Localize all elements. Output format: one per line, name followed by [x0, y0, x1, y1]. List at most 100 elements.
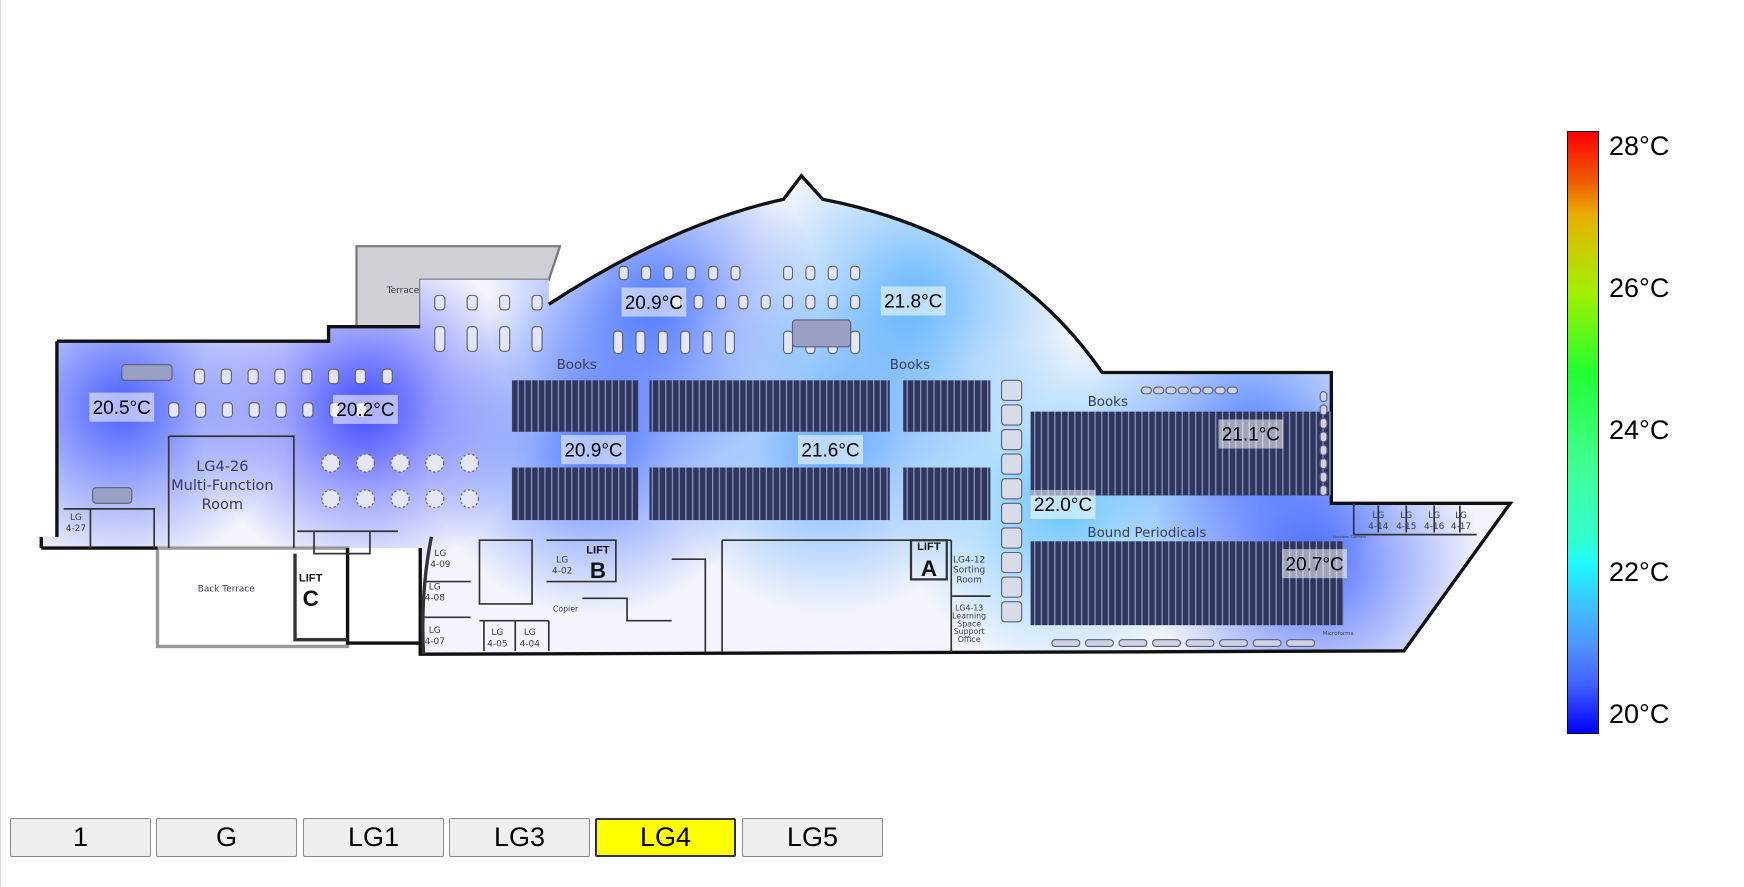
carrel [1177, 386, 1189, 395]
svg-text:21.8°C: 21.8°C [884, 292, 942, 313]
table [354, 368, 367, 385]
table [702, 330, 713, 355]
room-lg4-27: LG 4-27 [66, 513, 86, 534]
temperature-color-scale [1567, 131, 1599, 734]
svg-text:4-15: 4-15 [1396, 522, 1416, 532]
svg-text:LG: LG [1455, 511, 1467, 521]
table [302, 402, 314, 418]
study-carrel [1001, 576, 1023, 598]
carrel [1185, 639, 1215, 647]
svg-text:Microform Scanners: Microform Scanners [1333, 535, 1367, 539]
table [381, 368, 393, 385]
carrel [1214, 386, 1226, 395]
floor-button-1[interactable]: 1 [10, 818, 151, 857]
sensor-label[interactable]: 20.5°C [89, 392, 155, 422]
svg-text:C: C [303, 586, 319, 611]
svg-text:LG: LG [1400, 511, 1412, 521]
bench [121, 364, 173, 381]
bench [791, 319, 852, 348]
books-label: Books [890, 358, 930, 373]
carrel [1319, 471, 1328, 483]
carrel [1165, 386, 1177, 395]
svg-text:LG: LG [1428, 511, 1440, 521]
sensor-label[interactable]: 22.0°C [1030, 489, 1096, 519]
sensor-label[interactable]: 20.7°C [1282, 549, 1348, 579]
svg-text:Microforms: Microforms [1323, 631, 1354, 637]
svg-text:Multi-Function: Multi-Function [171, 478, 273, 494]
sensor-label[interactable]: 21.8°C [880, 286, 946, 316]
table [220, 368, 232, 385]
floor-button-g[interactable]: G [156, 818, 297, 857]
shelf [511, 380, 639, 432]
sensor-labels: 20.5°C 20.2°C 20.9°C 21.8°C 20.9°C 21.6°… [89, 286, 1348, 579]
study-carrel [1001, 478, 1023, 500]
table [531, 326, 543, 352]
floor-button-lg5[interactable]: LG5 [742, 818, 883, 857]
sensor-label[interactable]: 21.1°C [1218, 419, 1284, 449]
floor-button-lg1[interactable]: LG1 [303, 818, 444, 857]
svg-text:LG4-26: LG4-26 [196, 459, 248, 475]
floor-button-lg4[interactable]: LG4 [595, 818, 736, 857]
svg-text:LG4-12: LG4-12 [953, 556, 985, 566]
sensor-label[interactable]: 21.6°C [798, 435, 863, 465]
carrel [1051, 639, 1081, 647]
carrel [1319, 417, 1328, 429]
svg-text:Learning: Learning [952, 611, 986, 620]
carrel [1140, 386, 1152, 395]
bound-periodicals-label: Bound Periodicals [1087, 526, 1206, 541]
sensor-label[interactable]: 20.9°C [621, 287, 687, 317]
round-table [425, 489, 445, 509]
carrel [1226, 386, 1239, 395]
table [783, 330, 794, 355]
sensor-label[interactable]: 20.9°C [561, 435, 626, 465]
svg-text:4-05: 4-05 [487, 639, 507, 649]
svg-text:B: B [590, 558, 606, 583]
carrel [1319, 484, 1328, 497]
table [499, 326, 511, 352]
svg-text:LG: LG [429, 626, 441, 636]
round-table [425, 453, 445, 473]
svg-text:LG4-13: LG4-13 [955, 604, 983, 613]
svg-text:LIFT: LIFT [586, 545, 610, 557]
table [783, 294, 794, 310]
table [248, 402, 260, 418]
svg-text:LG: LG [434, 549, 446, 559]
sensor-label[interactable]: 20.2°C [333, 394, 398, 424]
table [827, 265, 838, 281]
table [708, 265, 719, 281]
round-table [390, 489, 410, 509]
svg-text:LG: LG [524, 628, 536, 638]
svg-text:4-04: 4-04 [520, 639, 541, 649]
floor-button-lg3[interactable]: LG3 [449, 818, 590, 857]
svg-text:21.1°C: 21.1°C [1222, 425, 1280, 446]
table [247, 368, 259, 385]
study-carrel [1001, 527, 1023, 549]
scale-label: 22°C [1609, 557, 1670, 587]
shelf [903, 380, 991, 432]
carrel [1319, 458, 1328, 470]
table [641, 265, 652, 281]
shelf [511, 467, 639, 521]
table [730, 265, 741, 281]
scale-label: 26°C [1609, 273, 1670, 303]
bench [92, 487, 133, 504]
carrel [1319, 444, 1328, 456]
carrel [1319, 431, 1328, 443]
svg-text:4-14: 4-14 [1368, 522, 1389, 532]
small-rooms: LG4-09 LG4-08 LG4-07 LG4-05 LG4-04 LG4-0… [425, 511, 1472, 650]
table [328, 368, 340, 385]
table [531, 294, 543, 311]
table [827, 294, 838, 310]
table [680, 330, 691, 355]
svg-text:Space: Space [957, 619, 981, 628]
svg-text:4-17: 4-17 [1451, 522, 1471, 532]
svg-text:4-09: 4-09 [430, 560, 451, 570]
table [613, 330, 624, 355]
table [805, 294, 816, 310]
shelf [903, 467, 991, 521]
table [850, 294, 861, 310]
svg-text:22.0°C: 22.0°C [1034, 495, 1092, 516]
svg-text:Back Terrace: Back Terrace [198, 585, 256, 595]
table [221, 402, 233, 418]
carrel [1202, 386, 1214, 395]
